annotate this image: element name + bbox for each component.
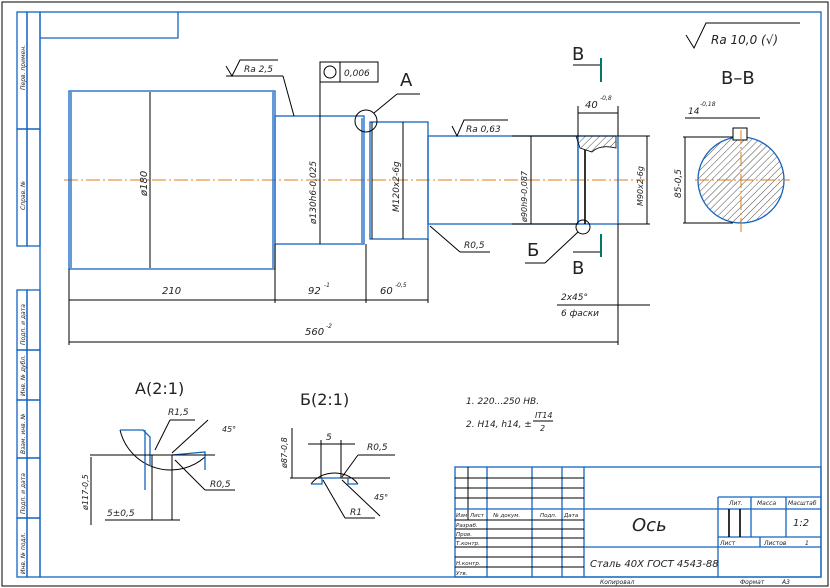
- dim-60-tol: -0,5: [395, 282, 407, 289]
- sidebar-label: Инв. № дубл.: [20, 355, 27, 396]
- dim-d180: ø180: [139, 171, 150, 197]
- dim-m90: M90x2-6g: [636, 166, 645, 206]
- tb-header: Подп.: [540, 513, 557, 519]
- general-roughness: Ra 10,0 (√): [685, 22, 800, 50]
- dim-40: 40: [585, 100, 598, 111]
- roughness-ra25: Ra 2,5: [225, 59, 295, 117]
- dim-d130: ø130h6-0,025: [309, 161, 319, 225]
- detail-b-label: Б: [527, 240, 539, 261]
- ra25-label: Ra 2,5: [244, 65, 273, 75]
- sidebar-label: Перв. примен.: [20, 45, 27, 90]
- detail-a-marker: А: [354, 70, 420, 133]
- r05-leader: R0,5: [429, 225, 490, 253]
- material: Сталь 40Х ГОСТ 4543-88: [590, 559, 719, 570]
- dim-92-tol: -1: [324, 282, 330, 289]
- section-title: В–В: [721, 68, 755, 89]
- dim-560-tol: -2: [326, 323, 332, 330]
- dimensions: ø180 ø130h6-0,025 M120x2-6g ø90h9-0,087 …: [68, 80, 650, 345]
- detail-a-d117: ø117-0,5: [81, 474, 90, 511]
- tb-header: Лист: [469, 513, 485, 519]
- detail-b-title: Б(2:1): [300, 390, 349, 409]
- detail-a-w5: 5±0,5: [107, 509, 135, 519]
- detail-a-r05: R0,5: [210, 480, 231, 490]
- note-2: 2. H14, h14, ±: [466, 420, 532, 430]
- runout-value: 0,006: [344, 69, 370, 79]
- detail-b-w5: 5: [326, 433, 332, 443]
- sidebar-label: Справ. №: [20, 181, 27, 210]
- sheets-label: Листов: [763, 540, 787, 547]
- detail-b-r05: R0,5: [367, 443, 388, 453]
- chamfer-label: 2x45°: [561, 293, 588, 303]
- inner-frame: [39, 11, 822, 578]
- technical-notes: 1. 220...250 HB. 2. H14, h14, ± IT14 2: [466, 397, 553, 433]
- shaft-main-view: [68, 90, 619, 270]
- part-name: Ось: [632, 515, 667, 536]
- key-14: 14: [688, 107, 700, 117]
- dim-210: 210: [162, 286, 181, 297]
- note-2-den: 2: [540, 424, 545, 433]
- dim-92: 92: [308, 286, 321, 297]
- section-marker-top: В: [572, 44, 602, 82]
- sidebar-label: Взам. инв. №: [20, 413, 27, 454]
- detail-b-r1: R1: [350, 508, 362, 518]
- format-label: Формат: [740, 579, 765, 586]
- detail-b-marker: Б: [525, 219, 591, 264]
- dim-m120: M120x2-6g: [392, 161, 402, 212]
- sheets-value: 1: [805, 540, 809, 547]
- note-1: 1. 220...250 HB.: [466, 397, 539, 407]
- sidebar-top: Перв. примен. Справ. №: [16, 11, 41, 247]
- section-view: В–В 14 -0,18 85-0,5: [674, 68, 790, 235]
- detail-a-r15: R1,5: [168, 408, 189, 418]
- section-top-label: В: [572, 44, 584, 65]
- key-14-tol: -0,18: [700, 101, 716, 108]
- mass-label: Масса: [757, 500, 776, 507]
- scale-value: 1:2: [793, 518, 809, 529]
- detail-a-title: А(2:1): [135, 379, 184, 398]
- sidebar-label: Подп. и дата: [20, 304, 27, 345]
- section-bottom-label: В: [572, 258, 584, 279]
- tb-role: Утв.: [456, 571, 468, 577]
- roughness-label: Ra 10,0 (√): [711, 33, 778, 47]
- dim-560: 560: [305, 327, 324, 338]
- format-value: А3: [781, 579, 790, 586]
- dim-40-tol: -0,8: [600, 95, 612, 102]
- tb-role: Н.контр.: [456, 561, 481, 567]
- sheet-label: Лист: [719, 540, 736, 547]
- section-marker-bottom: В: [572, 234, 602, 279]
- tb-header: № докум.: [492, 513, 520, 519]
- scale-label: Масштаб: [788, 500, 817, 507]
- copied-label: Копировал: [600, 579, 634, 586]
- top-left-stamp: [40, 12, 179, 39]
- tb-header: Изм.: [456, 513, 469, 519]
- detail-b-angle: 45°: [374, 493, 388, 502]
- detail-a: А(2:1) R1,5 45° R0,5 ø117-0,5 5±0,5: [81, 379, 236, 525]
- dim-d85: 85-0,5: [674, 169, 684, 198]
- title-block: Изм. Лист № докум. Подп. Дата Разраб. Пр…: [454, 466, 822, 586]
- detail-a-angle: 45°: [222, 425, 236, 434]
- note-2-num: IT14: [535, 411, 552, 420]
- sidebar-label: Подп. и дата: [20, 473, 27, 514]
- dim-d90: ø90h9-0,087: [520, 170, 529, 223]
- runout-tolerance: 0,006: [319, 61, 379, 83]
- r05-label: R0,5: [464, 241, 485, 251]
- dim-60: 60: [380, 286, 393, 297]
- chamfer-count: 6 фаски: [561, 309, 599, 319]
- detail-b: Б(2:1) 5 R0,5 ø87-0,8 R1 45°: [280, 390, 395, 519]
- ra063-label: Ra 0,63: [466, 125, 501, 135]
- detail-a-label: А: [400, 70, 413, 91]
- tb-role: Разраб.: [456, 523, 478, 529]
- detail-b-d87: ø87-0,8: [280, 437, 289, 469]
- sidebar-label: Инв. № подл.: [20, 533, 27, 574]
- roughness-ra063: Ra 0,63: [451, 119, 508, 138]
- sidebar-bottom: Подп. и дата Инв. № дубл. Взам. инв. № П…: [16, 289, 41, 578]
- tb-role: Т.контр.: [456, 541, 480, 547]
- tb-role: Пров.: [456, 532, 472, 538]
- tb-header: Дата: [563, 513, 579, 519]
- lit-label: Лит.: [728, 500, 743, 507]
